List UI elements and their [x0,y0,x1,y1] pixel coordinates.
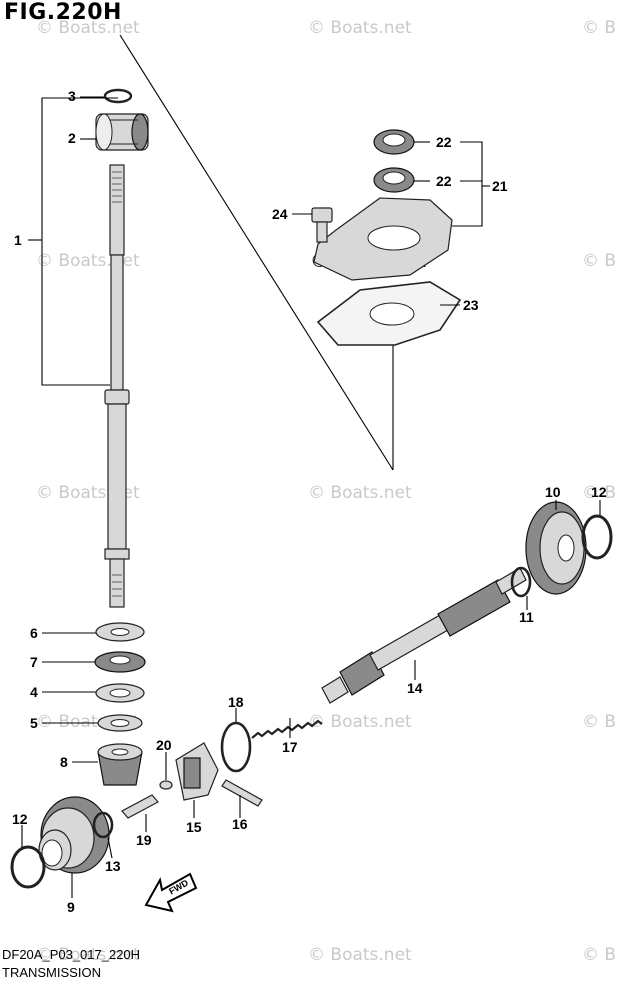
watermark: © Boats.net [308,945,412,965]
washer-11 [510,566,532,598]
watermark: © B [582,712,617,732]
washer-13 [92,811,114,839]
watermark: © Boats.net [36,18,140,38]
callout-21: 21 [492,178,508,194]
callout-12-left: 12 [12,811,28,827]
retainer-20 [159,780,173,790]
callout-12-right: 12 [591,484,607,500]
washer-6 [95,622,145,642]
callout-20: 20 [156,737,172,753]
callout-22-upper: 22 [436,134,452,150]
callout-3: 3 [68,88,76,104]
oil-seal-22-upper [373,129,415,155]
callout-8: 8 [60,754,68,770]
circlip-3 [103,88,133,104]
reverse-gear-10 [525,501,587,595]
bearing-2 [95,113,149,151]
washer-4 [95,683,145,703]
drive-shaft-1 [104,164,130,608]
figure-title: FIG.220H [4,0,122,25]
callout-15: 15 [186,819,202,835]
watermark: © Boats.net [308,18,412,38]
pin-19 [121,794,159,819]
thrust-bearing-7 [94,651,146,673]
callout-7: 7 [30,654,38,670]
callout-18: 18 [228,694,244,710]
shim-12-right [581,514,613,560]
callout-16: 16 [232,816,248,832]
oil-seal-22-lower [373,167,415,193]
callout-5: 5 [30,715,38,731]
watermark: © Boats.net [308,483,412,503]
watermark: © B [582,251,617,271]
callout-19: 19 [136,832,152,848]
section-name: TRANSMISSION [2,965,101,980]
callout-14: 14 [407,680,423,696]
callout-1: 1 [14,232,22,248]
bolt-24 [311,207,333,243]
pin-16 [221,779,263,807]
spring-17 [251,719,323,739]
watermark: © B [582,483,617,503]
shim-12-left [10,845,46,889]
callout-13: 13 [105,858,121,874]
gasket-23 [316,281,462,346]
washer-5 [97,714,143,732]
callout-9: 9 [67,899,75,915]
callout-6: 6 [30,625,38,641]
callout-10: 10 [545,484,561,500]
fwd-arrow: FWD [144,872,198,913]
callout-4: 4 [30,684,38,700]
clutch-dog-15 [175,742,219,801]
housing-21 [313,197,453,281]
callout-23: 23 [463,297,479,313]
watermark: © B [582,945,617,965]
drawing-code: DF20A_P03_017_220H [2,947,141,962]
callout-11: 11 [519,609,534,625]
callout-2: 2 [68,130,76,146]
watermark: © Boats.net [36,945,140,965]
callout-22-lower: 22 [436,173,452,189]
ring-18 [220,721,252,773]
watermark: © B [582,18,617,38]
pinion-gear-8 [97,743,143,786]
reference-line [119,34,394,471]
callout-17: 17 [282,739,298,755]
callout-24: 24 [272,206,288,222]
watermark: © Boats.net [308,712,412,732]
propeller-shaft-14 [321,567,527,704]
